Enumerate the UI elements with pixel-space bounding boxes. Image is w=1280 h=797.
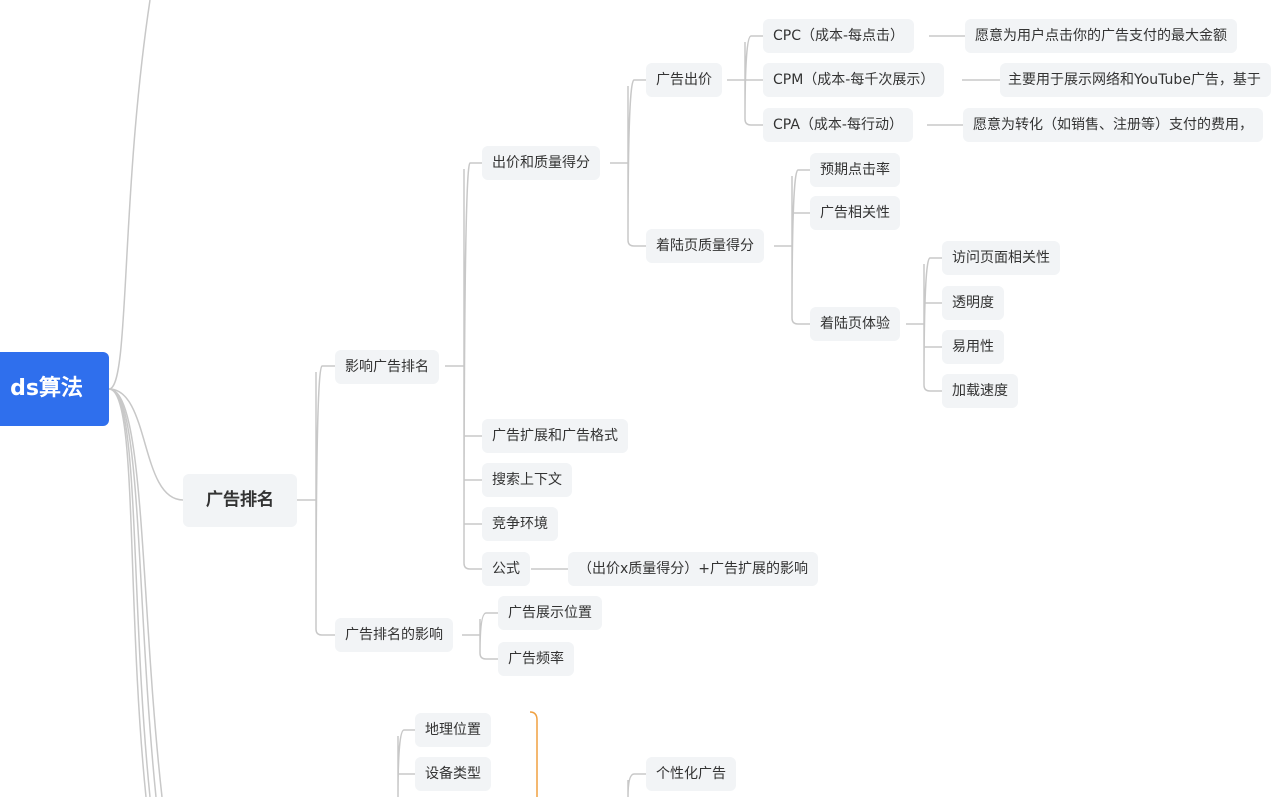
node-geo-location[interactable]: 地理位置 bbox=[415, 713, 491, 747]
node-ad-relevance[interactable]: 广告相关性 bbox=[810, 196, 900, 230]
node-device-type[interactable]: 设备类型 bbox=[415, 757, 491, 791]
node-ad-frequency[interactable]: 广告频率 bbox=[498, 642, 574, 676]
node-cpa[interactable]: CPA（成本-每行动） bbox=[763, 108, 913, 142]
node-expected-ctr[interactable]: 预期点击率 bbox=[810, 153, 900, 187]
node-personalized-ads[interactable]: 个性化广告 bbox=[646, 757, 736, 791]
node-bidding[interactable]: 广告出价 bbox=[646, 63, 722, 97]
node-competition[interactable]: 竞争环境 bbox=[482, 507, 558, 541]
node-formula[interactable]: 公式 bbox=[482, 552, 530, 586]
node-formula-value[interactable]: （出价x质量得分）+广告扩展的影响 bbox=[568, 552, 819, 586]
node-cpm[interactable]: CPM（成本-每千次展示） bbox=[763, 63, 945, 97]
node-extensions[interactable]: 广告扩展和广告格式 bbox=[482, 419, 628, 453]
node-transparency[interactable]: 透明度 bbox=[942, 286, 1004, 320]
node-ad-position[interactable]: 广告展示位置 bbox=[498, 596, 602, 630]
node-cpa-desc[interactable]: 愿意为转化（如销售、注册等）支付的费用， bbox=[963, 108, 1263, 142]
node-cpc-desc[interactable]: 愿意为用户点击你的广告支付的最大金额 bbox=[965, 19, 1237, 53]
node-ranking-effects[interactable]: 广告排名的影响 bbox=[335, 618, 453, 652]
node-landing-quality[interactable]: 着陆页质量得分 bbox=[646, 229, 764, 263]
node-search-context[interactable]: 搜索上下文 bbox=[482, 463, 572, 497]
node-usability[interactable]: 易用性 bbox=[942, 330, 1004, 364]
node-bid-quality[interactable]: 出价和质量得分 bbox=[482, 146, 600, 180]
node-load-speed[interactable]: 加载速度 bbox=[942, 374, 1018, 408]
node-cpm-desc[interactable]: 主要用于展示网络和YouTube广告，基于 bbox=[1000, 63, 1271, 97]
node-page-relevance[interactable]: 访问页面相关性 bbox=[942, 241, 1060, 275]
node-landing-experience[interactable]: 着陆页体验 bbox=[810, 307, 900, 341]
node-cpc[interactable]: CPC（成本-每点击） bbox=[763, 19, 915, 53]
node-ad-ranking[interactable]: 广告排名 bbox=[183, 474, 297, 527]
root-node[interactable]: ds算法 bbox=[0, 352, 109, 426]
node-ranking-factors[interactable]: 影响广告排名 bbox=[335, 350, 439, 384]
